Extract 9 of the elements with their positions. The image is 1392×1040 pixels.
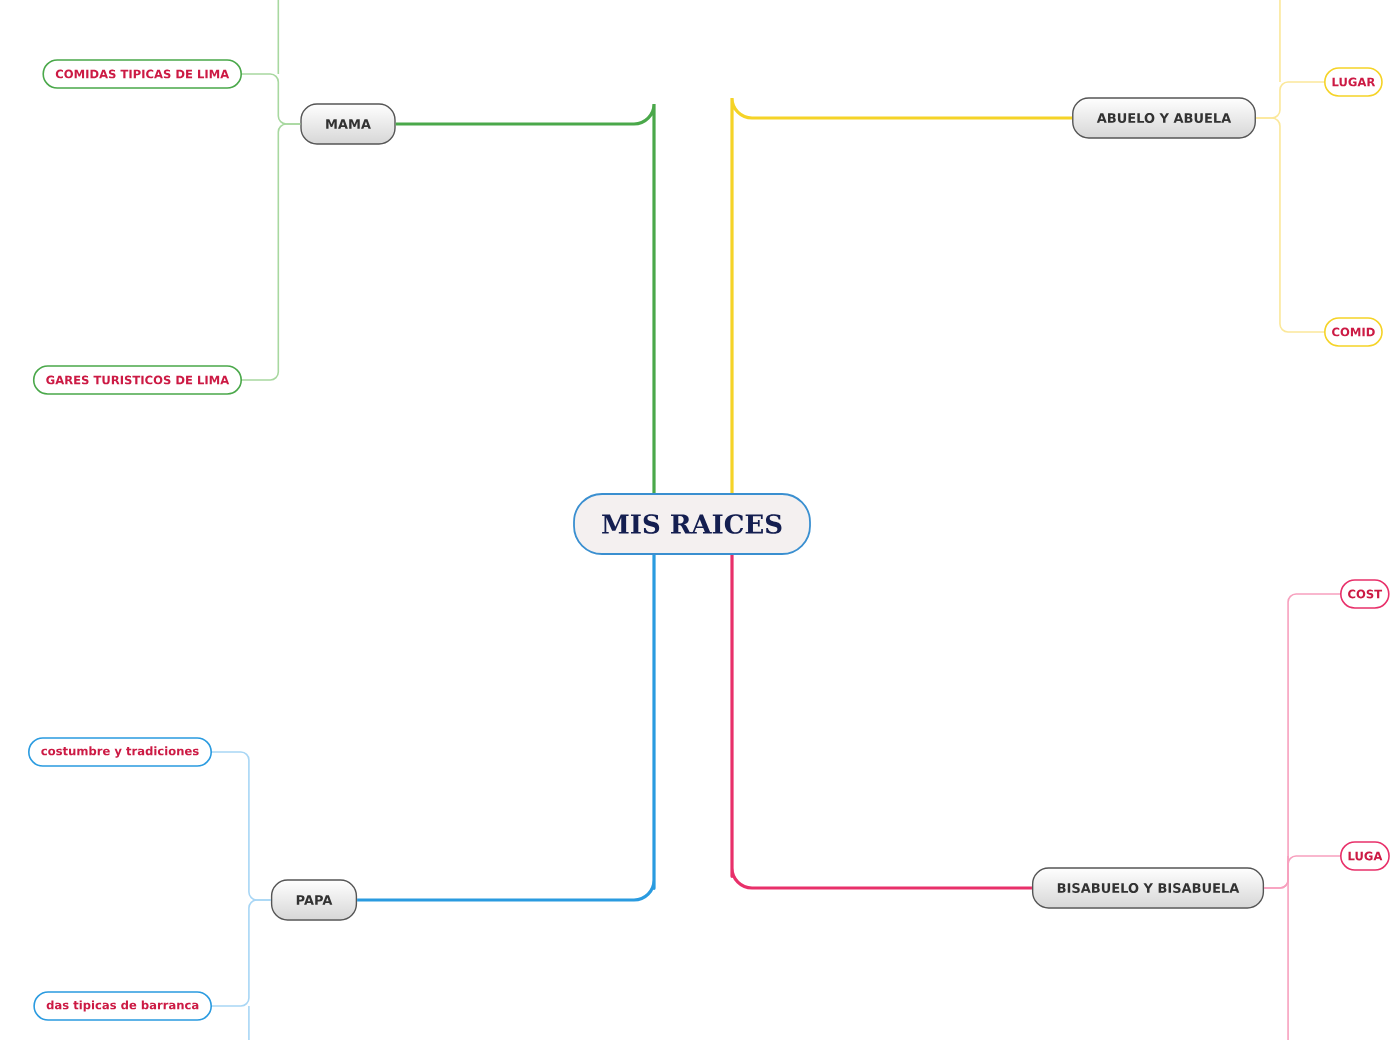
connector-line [1255, 117, 1325, 333]
connector-line [241, 123, 302, 381]
connector-line [395, 102, 656, 494]
connector-line [211, 899, 272, 1007]
connector-line [730, 554, 1032, 890]
connector-line [1263, 855, 1341, 889]
central-topic-box: MIS RAICES [573, 493, 811, 555]
connector-line [730, 96, 1073, 494]
connector-line [357, 554, 656, 902]
